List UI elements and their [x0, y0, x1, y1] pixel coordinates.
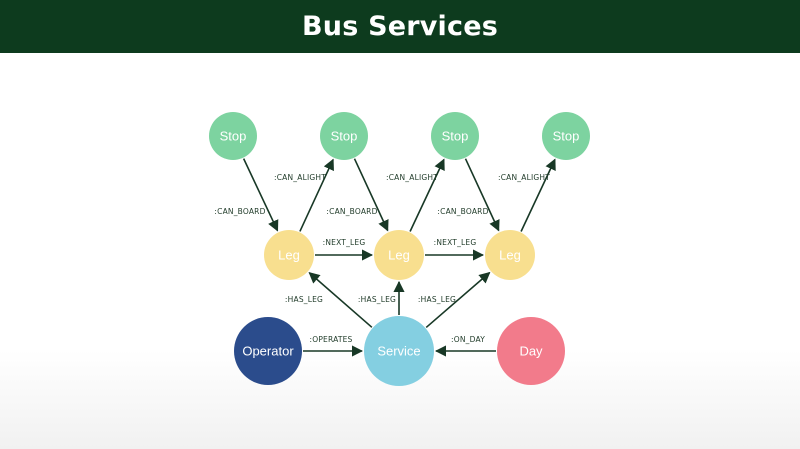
operator-node-circle — [234, 317, 302, 385]
edge-label: :HAS_LEG — [358, 295, 396, 304]
edge-label: :CAN_BOARD — [214, 207, 265, 216]
node-operator: Operator — [234, 317, 302, 385]
node-stop4: Stop — [542, 112, 590, 160]
stop-node-label: Stop — [442, 129, 469, 144]
header-bar: Bus Services — [0, 0, 800, 53]
stop-node-circle — [320, 112, 368, 160]
node-leg3: Leg — [485, 230, 535, 280]
edge-label: :NEXT_LEG — [323, 238, 366, 247]
node-stop3: Stop — [431, 112, 479, 160]
edge-label: :NEXT_LEG — [434, 238, 477, 247]
edge-service-to-leg1 — [308, 272, 373, 328]
edge-label: :HAS_LEG — [418, 295, 456, 304]
leg-node-circle — [264, 230, 314, 280]
stop-node-circle — [431, 112, 479, 160]
edge-stop3-to-leg3 — [464, 158, 500, 232]
node-leg2: Leg — [374, 230, 424, 280]
edge-leg2-to-stop3 — [409, 158, 445, 232]
stop-node-label: Stop — [220, 129, 247, 144]
stop-node-circle — [542, 112, 590, 160]
leg-node-circle — [374, 230, 424, 280]
edge-stop2-to-leg2 — [353, 158, 389, 232]
node-day: Day — [497, 317, 565, 385]
day-node-label: Day — [519, 344, 543, 359]
leg-node-label: Leg — [388, 248, 410, 263]
stop-node-circle — [209, 112, 257, 160]
stop-node-label: Stop — [331, 129, 358, 144]
node-stop1: Stop — [209, 112, 257, 160]
edges-layer — [242, 158, 556, 357]
day-node-circle — [497, 317, 565, 385]
edge-label: :HAS_LEG — [285, 295, 323, 304]
node-leg1: Leg — [264, 230, 314, 280]
stop-node-label: Stop — [553, 129, 580, 144]
edge-label: :CAN_ALIGHT — [274, 173, 326, 182]
edge-leg1-to-stop2 — [299, 158, 334, 232]
edge-label: :CAN_BOARD — [437, 207, 488, 216]
leg-node-label: Leg — [499, 248, 521, 263]
service-node-circle — [364, 316, 434, 386]
edge-leg3-to-stop4 — [520, 158, 556, 232]
edge-label: :ON_DAY — [451, 335, 485, 344]
leg-node-label: Leg — [278, 248, 300, 263]
leg-node-circle — [485, 230, 535, 280]
edge-service-to-leg3 — [425, 271, 491, 329]
node-stop2: Stop — [320, 112, 368, 160]
service-node-label: Service — [377, 344, 420, 359]
edge-label: :CAN_ALIGHT — [386, 173, 438, 182]
page-title: Bus Services — [302, 11, 498, 42]
operator-node-label: Operator — [242, 344, 294, 359]
edge-labels-layer: :CAN_BOARD :CAN_ALIGHT :CAN_BOARD :CAN_ALIG… — [214, 173, 550, 344]
edge-label: :CAN_ALIGHT — [498, 173, 550, 182]
edge-label: :CAN_BOARD — [326, 207, 377, 216]
edge-label: :OPERATES — [309, 335, 352, 344]
edge-stop1-to-leg1 — [242, 158, 279, 232]
node-service: Service — [364, 316, 434, 386]
